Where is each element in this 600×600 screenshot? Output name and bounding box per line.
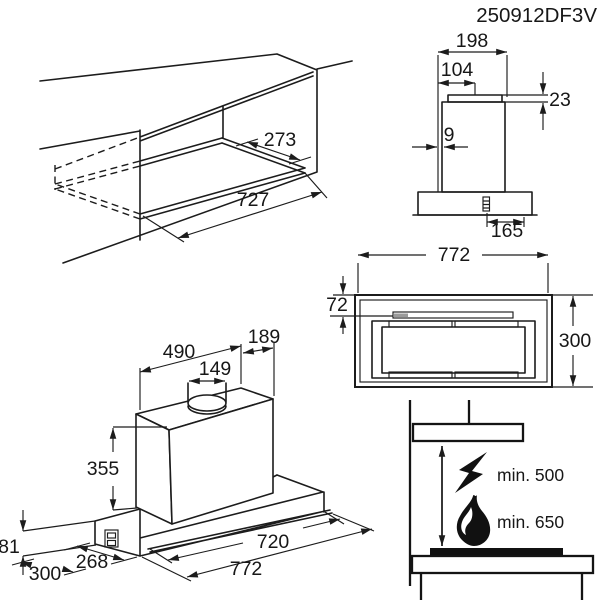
dim-duct-center-label: 104: [441, 59, 474, 81]
dim-cutout-width-label: 727: [237, 189, 270, 211]
hood-silhouette: [411, 422, 525, 443]
gas-clearance-label: min. 650: [497, 512, 564, 532]
dim-duct-diameter-label: 149: [199, 358, 232, 380]
side-view: 198 104 23 9 165: [412, 30, 571, 242]
dim-chimney-height-label: 355: [87, 458, 120, 480]
switch-icon: [482, 196, 491, 212]
dim-chimney-width-label: 490: [163, 341, 196, 363]
dim-collar-height-label: 23: [549, 89, 571, 111]
hidden-edge-lines: [54, 136, 141, 220]
dim-plan-width-label: 772: [438, 244, 471, 266]
dim-cutout-depth-label: 273: [264, 129, 297, 151]
dim-chimney-depth-label: 189: [248, 326, 281, 348]
duct-outlet: [187, 394, 227, 412]
clearance-view: min. 500 min. 650: [408, 400, 595, 600]
handle-bar: [392, 311, 514, 319]
counter-outline: [410, 554, 595, 575]
cooktop-surface: [430, 548, 563, 556]
dim-overall-depth-label: 198: [456, 30, 489, 52]
dim-body-width-label: 720: [257, 531, 290, 553]
plan-view: 772 72 300: [326, 244, 593, 388]
model-number-label: 250912DF3V: [476, 4, 597, 27]
electric-clearance-label: min. 500: [497, 465, 564, 485]
hood-view: 355 490 189 149 720 772 268 300 81: [0, 326, 375, 585]
body-outer-outline: [354, 294, 553, 388]
lightning-icon: [455, 452, 487, 493]
cabinet-view: 273 727: [39, 53, 353, 264]
dim-overall-width-label: 772: [230, 558, 263, 580]
dim-body-height-label: 81: [0, 536, 20, 558]
dim-drawer-depth-label: 268: [76, 551, 109, 573]
dim-switch-offset-label: 165: [491, 220, 524, 242]
flame-icon: [456, 495, 491, 546]
dim-rear-gap-label: 9: [444, 124, 455, 146]
dim-front-clearance-label: 72: [326, 294, 348, 316]
handle-grip: [394, 313, 408, 317]
dim-plan-depth-label: 300: [559, 330, 592, 352]
dim-body-depth-label: 300: [29, 563, 62, 585]
grease-filter: [371, 320, 536, 379]
body-inner-outline: [359, 299, 548, 383]
